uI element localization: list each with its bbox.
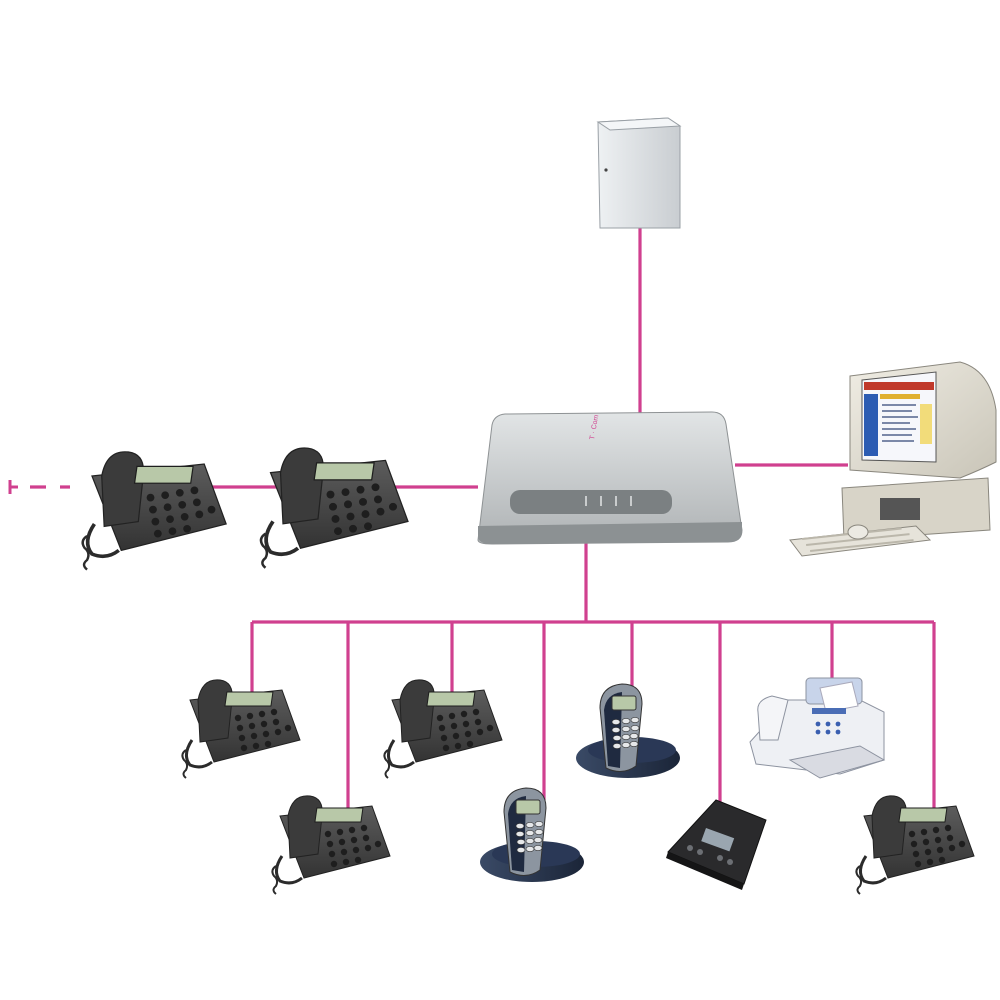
router-brand: T · Com: [589, 414, 600, 440]
fax-icon: [749, 677, 886, 779]
router-icon: T · Com: [477, 411, 743, 545]
cordless-phone-icon: [575, 683, 681, 779]
cordless-phone-icon: [479, 787, 585, 883]
answering-machine-icon: [666, 799, 767, 890]
phone-icon: [854, 794, 976, 896]
junction-box-icon: [596, 117, 682, 229]
monitor: [849, 361, 997, 479]
phone-icon: [382, 678, 504, 780]
mouse-icon: [847, 524, 869, 540]
external-line-end: [8, 480, 18, 494]
phone-icon: [270, 794, 392, 896]
phone-icon: [80, 449, 228, 572]
phone-icon: [180, 678, 302, 780]
phone-icon: [259, 446, 410, 570]
computer-icon: [789, 361, 997, 557]
